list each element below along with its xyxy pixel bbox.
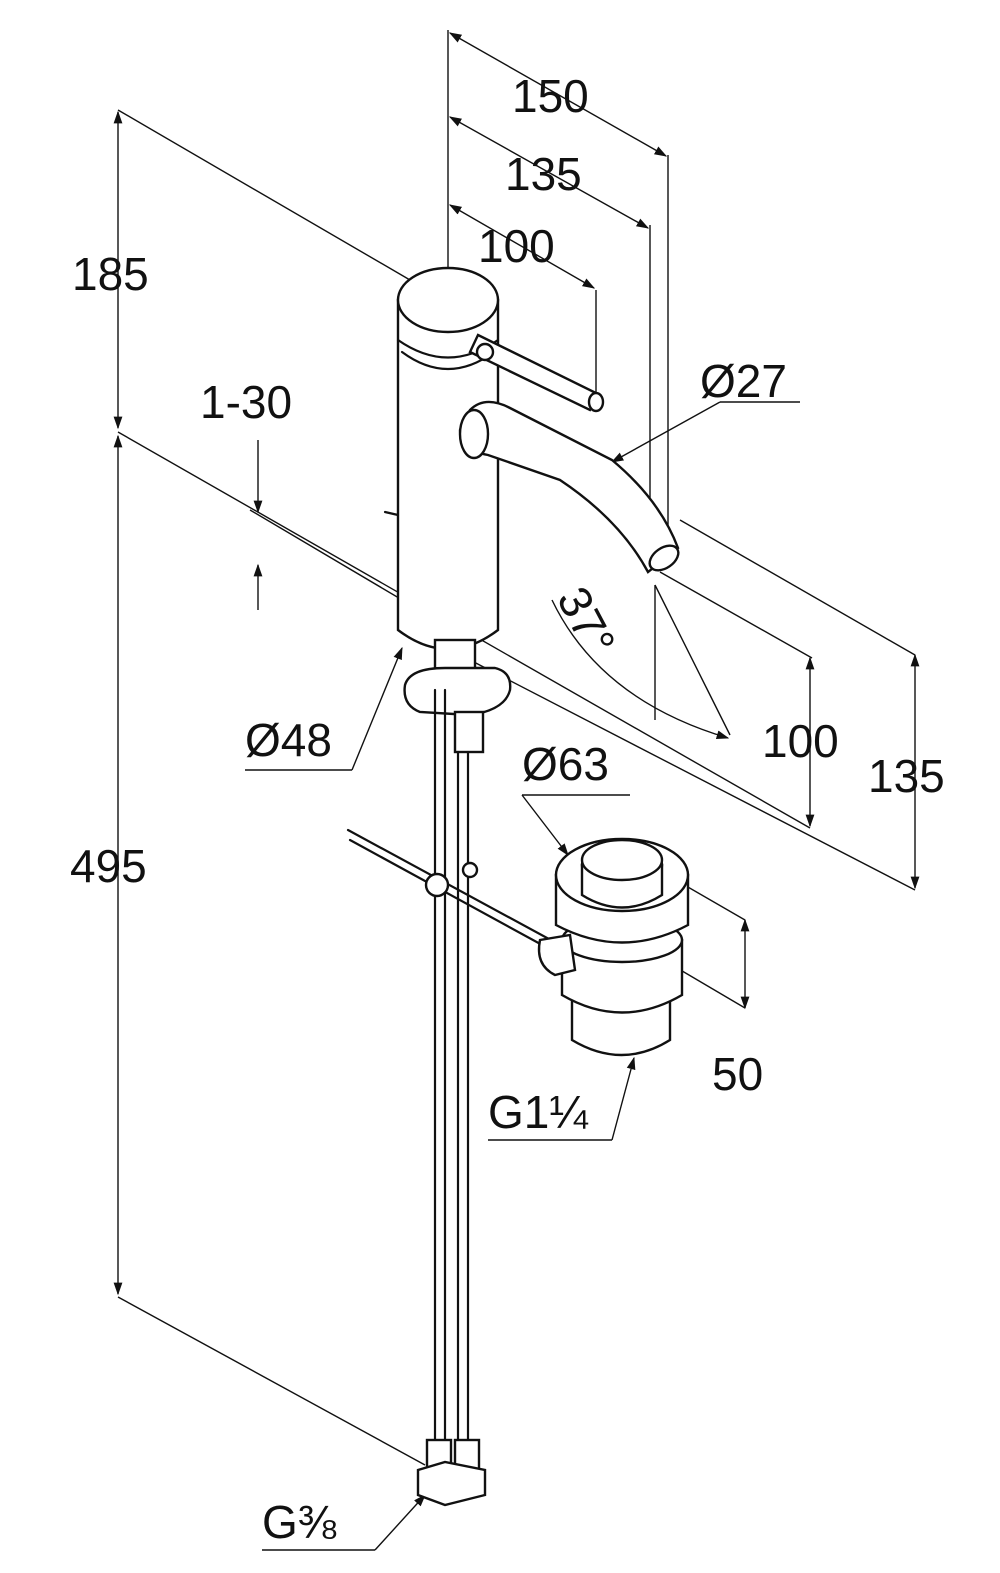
dim-width-total: 150 — [512, 70, 589, 122]
dim-waste-thread: G1¼ — [488, 1086, 588, 1138]
faucet-body — [383, 266, 680, 754]
dimension-labels: 150 135 100 Ø27 185 1-30 37° 100 135 Ø48… — [70, 70, 945, 1548]
dim-waste-diameter: Ø63 — [522, 738, 609, 790]
dim-spout-angle: 37° — [547, 578, 626, 664]
dim-lever-reach: 100 — [478, 220, 555, 272]
dim-spout-diameter: Ø27 — [700, 355, 787, 407]
supply-hoses — [416, 688, 487, 1507]
dim-deck-thickness: 1-30 — [200, 376, 292, 428]
waste-valve — [537, 837, 690, 1057]
popup-rod — [346, 828, 562, 954]
dim-upper-height: 185 — [72, 248, 149, 300]
dim-outlet-height: 100 — [762, 715, 839, 767]
dimension-lines — [113, 32, 920, 1551]
dim-base-diameter: Ø48 — [245, 714, 332, 766]
dim-hose-thread: G⅜ — [262, 1496, 337, 1548]
dim-height-right: 135 — [868, 750, 945, 802]
dim-waste-height: 50 — [712, 1048, 763, 1100]
dim-spout-reach: 135 — [505, 148, 582, 200]
dim-total-length: 495 — [70, 840, 147, 892]
